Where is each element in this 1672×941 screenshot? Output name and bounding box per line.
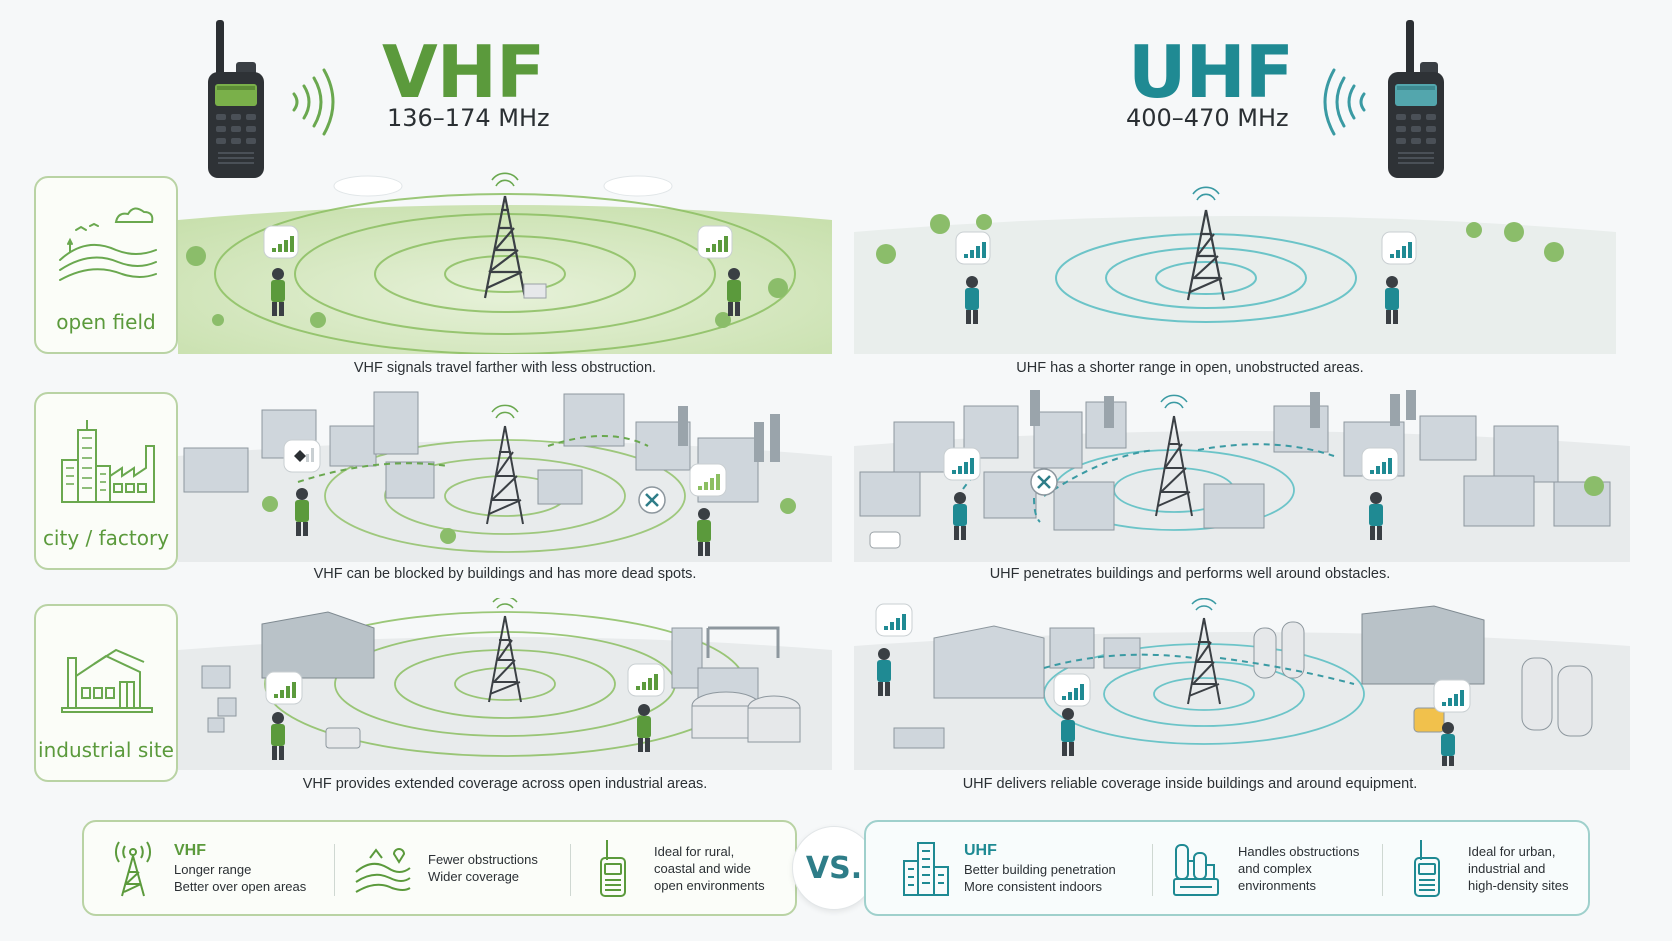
vhf-signal-waves-icon bbox=[288, 64, 340, 145]
tower-icon bbox=[114, 841, 152, 897]
vhf-summary-line: coastal and wide bbox=[654, 860, 751, 876]
vs-badge: VS. bbox=[792, 826, 876, 910]
landscape-icon bbox=[56, 200, 160, 295]
uhf-summary-panel: UHF Better building penetration More con… bbox=[864, 820, 1590, 916]
caption-uhf-city: UHF penetrates buildings and performs we… bbox=[989, 566, 1391, 582]
uhf-summary-line: industrial and bbox=[1468, 860, 1546, 876]
city-factory-icon bbox=[56, 416, 160, 511]
vhf-summary-line: Wider coverage bbox=[428, 869, 520, 884]
scene-vhf-open-field bbox=[178, 170, 832, 354]
radio-icon bbox=[600, 840, 626, 897]
scene-uhf-industrial bbox=[854, 598, 1630, 770]
uhf-summary-ideal: Ideal for urban, industrial and high-den… bbox=[1412, 822, 1568, 914]
row-label-text: open field bbox=[56, 310, 156, 334]
row-label-text: industrial site bbox=[38, 738, 174, 762]
scene-uhf-open-field bbox=[854, 170, 1616, 354]
row-label-open-field: open field bbox=[34, 176, 178, 354]
row-label-city-factory: city / factory bbox=[34, 392, 178, 570]
uhf-summary-obstructions: Handles obstructions and complex environ… bbox=[1172, 822, 1359, 914]
uhf-summary-line: environments bbox=[1238, 877, 1317, 893]
scene-vhf-industrial bbox=[178, 598, 832, 770]
caption-vhf-open-field: VHF signals travel farther with less obs… bbox=[353, 360, 657, 376]
uhf-summary-line: More consistent indoors bbox=[964, 879, 1103, 894]
uhf-frequency: 400–470 MHz bbox=[1126, 104, 1289, 132]
uhf-summary-line: and complex bbox=[1238, 860, 1312, 876]
radio-icon bbox=[1414, 840, 1440, 897]
uhf-radio-icon bbox=[1384, 20, 1448, 185]
uhf-summary-line: high-density sites bbox=[1468, 877, 1569, 893]
caption-vhf-industrial: VHF provides extended coverage across op… bbox=[302, 776, 708, 792]
vhf-summary-range: VHF Longer range Better over open areas bbox=[110, 822, 306, 914]
caption-uhf-industrial: UHF delivers reliable coverage inside bu… bbox=[962, 776, 1418, 792]
vhf-summary-panel: VHF Longer range Better over open areas … bbox=[82, 820, 797, 916]
row-label-industrial-site: industrial site bbox=[34, 604, 178, 782]
vhf-summary-line: Better over open areas bbox=[174, 879, 307, 894]
scene-uhf-city bbox=[854, 386, 1630, 562]
uhf-summary-line: Ideal for urban, bbox=[1468, 843, 1556, 859]
scene-vhf-city bbox=[178, 386, 832, 562]
row-label-text: city / factory bbox=[42, 526, 170, 550]
industrial-plant-icon bbox=[1173, 844, 1219, 896]
vhf-summary-line: Fewer obstructions bbox=[428, 852, 538, 867]
vhf-summary-obstructions: Fewer obstructions Wider coverage bbox=[354, 822, 538, 914]
uhf-summary-line: Better building penetration bbox=[964, 862, 1116, 877]
vhf-summary-line: Ideal for rural, bbox=[654, 843, 735, 859]
industrial-icon bbox=[56, 628, 160, 723]
uhf-summary-penetration: UHF Better building penetration More con… bbox=[902, 822, 1116, 914]
buildings-icon bbox=[903, 842, 949, 896]
caption-vhf-city: VHF can be blocked by buildings and has … bbox=[313, 566, 697, 582]
vhf-radio-icon bbox=[206, 20, 270, 185]
vhf-summary-ideal: Ideal for rural, coastal and wide open e… bbox=[598, 822, 765, 914]
vhf-summary-line: Longer range bbox=[174, 862, 252, 877]
uhf-title: UHF bbox=[1128, 30, 1294, 114]
vhf-summary-line: open environments bbox=[654, 877, 765, 893]
vhf-summary-head: VHF bbox=[174, 842, 206, 859]
hills-icon bbox=[355, 848, 411, 893]
caption-uhf-open-field: UHF has a shorter range in open, unobstr… bbox=[1016, 360, 1364, 376]
uhf-summary-line: Handles obstructions bbox=[1238, 843, 1360, 859]
uhf-summary-head: UHF bbox=[964, 842, 997, 859]
uhf-signal-waves-icon bbox=[1318, 64, 1370, 145]
vhf-title: VHF bbox=[382, 30, 545, 114]
vhf-frequency: 136–174 MHz bbox=[387, 104, 550, 132]
